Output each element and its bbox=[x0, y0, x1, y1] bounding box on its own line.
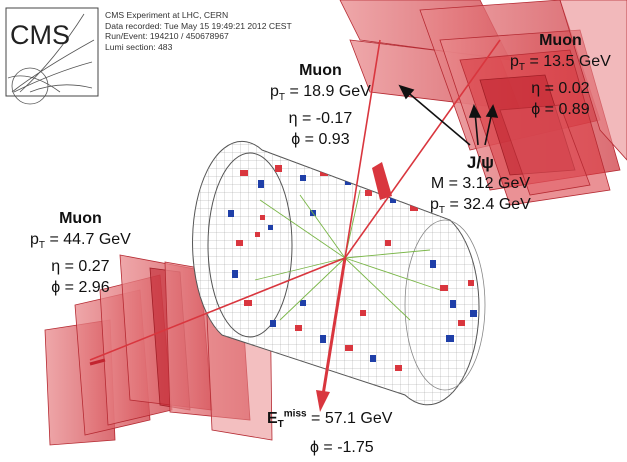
label-title: J/ψ bbox=[466, 153, 494, 172]
muon-chambers-top-right bbox=[339, 0, 627, 206]
label-eta: η = -0.17 bbox=[288, 110, 353, 128]
label-pt: pT = 13.5 GeV bbox=[510, 53, 611, 74]
label-met: ETmiss = 57.1 GeV ϕ = -1.75 bbox=[267, 404, 392, 459]
label-eta: η = 0.27 bbox=[51, 258, 110, 276]
label-pt: pT = 18.9 GeV bbox=[270, 83, 371, 104]
label-pt: pT = 32.4 GeV bbox=[430, 196, 531, 217]
met-arrow bbox=[316, 257, 347, 412]
met-line: ETmiss = 57.1 GeV bbox=[267, 409, 393, 431]
label-phi: ϕ = 0.93 bbox=[291, 131, 350, 149]
label-phi: ϕ = 2.96 bbox=[51, 279, 110, 297]
cms-logo-text: CMS bbox=[10, 20, 70, 50]
cms-logo: CMS bbox=[5, 7, 99, 105]
tracker-barrel bbox=[192, 140, 486, 406]
muon-left-stub bbox=[89, 358, 106, 366]
met-phi: ϕ = -1.75 bbox=[310, 438, 374, 456]
muon-tracks bbox=[89, 39, 501, 361]
label-title: Muon bbox=[59, 210, 102, 227]
label-eta: η = 0.02 bbox=[531, 80, 590, 98]
label-title: Muon bbox=[539, 32, 582, 49]
label-phi: ϕ = 0.89 bbox=[531, 101, 590, 119]
label-pt: pT = 44.7 GeV bbox=[30, 231, 131, 252]
label-muon-top-right: Muon pT = 13.5 GeV η = 0.02 ϕ = 0.89 bbox=[510, 30, 611, 120]
pointer-arrows bbox=[398, 84, 499, 146]
event-info-line: CMS Experiment at LHC, CERN bbox=[105, 10, 229, 20]
label-title: Muon bbox=[299, 62, 342, 79]
label-muon-left: Muon pT = 44.7 GeV η = 0.27 ϕ = 2.96 bbox=[30, 208, 131, 298]
event-info-line: Lumi section: 483 bbox=[105, 41, 173, 52]
label-jpsi: J/ψ M = 3.12 GeV pT = 32.4 GeV bbox=[430, 152, 531, 221]
label-muon-center: Muon pT = 18.9 GeV η = -0.17 ϕ = 0.93 bbox=[270, 60, 371, 150]
center-muon-tower bbox=[372, 162, 392, 200]
event-info-line: Data recorded: Tue May 15 19:49:21 2012 … bbox=[105, 20, 292, 31]
label-mass: M = 3.12 GeV bbox=[430, 175, 531, 192]
event-info-line: Run/Event: 194210 / 450678967 bbox=[105, 31, 229, 42]
event-info: CMS Experiment at LHC, CERN Data recorde… bbox=[105, 10, 292, 52]
